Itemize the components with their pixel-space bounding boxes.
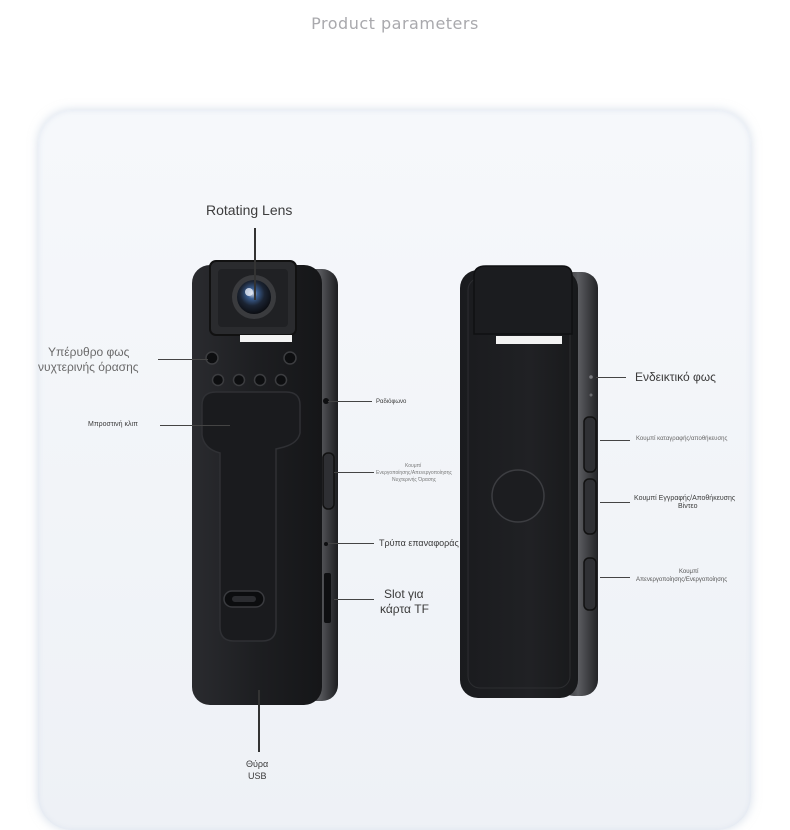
leader-reset-hole xyxy=(328,543,374,544)
label-record-button: Κουμπί καταγραφής/αποθήκευσης xyxy=(636,436,728,442)
leader-microphone xyxy=(328,401,372,402)
product-panel xyxy=(38,110,751,830)
label-video-button-2: Βίντεο xyxy=(678,503,698,510)
leader-rotating-lens xyxy=(254,228,256,300)
label-microphone: Ραδιόφωνο xyxy=(376,399,407,405)
label-rotating-lens: Rotating Lens xyxy=(206,202,293,218)
back-device xyxy=(460,265,598,698)
label-front-clip: Μπροστινή κλιπ xyxy=(88,421,138,428)
label-usb-port-1: Θύρα xyxy=(246,759,269,769)
label-usb-port-2: USB xyxy=(248,771,267,781)
leader-power-button xyxy=(600,577,630,578)
label-ir-switch-2: Ενεργοποίησης/Απενεργοποίησης xyxy=(376,470,452,476)
label-indicator: Ενδεικτικό φως xyxy=(635,370,716,384)
label-tf-slot-2: κάρτα TF xyxy=(380,602,429,616)
label-reset-hole: Τρύπα επαναφοράς xyxy=(379,538,459,548)
label-tf-slot-1: Slot για xyxy=(384,587,424,601)
label-ir-switch-1: Κουμπί xyxy=(405,463,422,469)
leader-record-button xyxy=(600,440,630,441)
label-power-button-1: Κουμπί xyxy=(679,569,699,575)
leader-indicator xyxy=(596,377,626,378)
label-video-button-1: Κουμπί Εγγραφής/Αποθήκευσης xyxy=(634,495,736,502)
leader-video-button xyxy=(600,502,630,503)
back-button-icon xyxy=(491,469,545,523)
label-night-vision-2: νυχτερινής όρασης xyxy=(38,360,139,374)
lens-housing-back xyxy=(473,265,573,335)
page-title: Product parameters xyxy=(311,14,479,33)
leader-night-vision xyxy=(158,359,208,360)
leader-front-clip xyxy=(160,425,230,426)
leader-usb-port xyxy=(258,690,260,752)
leader-tf-slot xyxy=(334,599,374,600)
leader-ir-switch xyxy=(334,472,374,473)
label-power-button-2: Απενεργοποίησης/Ενεργοποίησης xyxy=(636,577,728,583)
label-night-vision-1: Υπέρυθρο φως xyxy=(48,345,130,359)
label-ir-switch-3: Νυχτερινής Όρασης xyxy=(392,477,437,483)
ir-leds xyxy=(205,351,297,387)
front-device xyxy=(192,260,338,705)
front-clip xyxy=(201,391,301,642)
